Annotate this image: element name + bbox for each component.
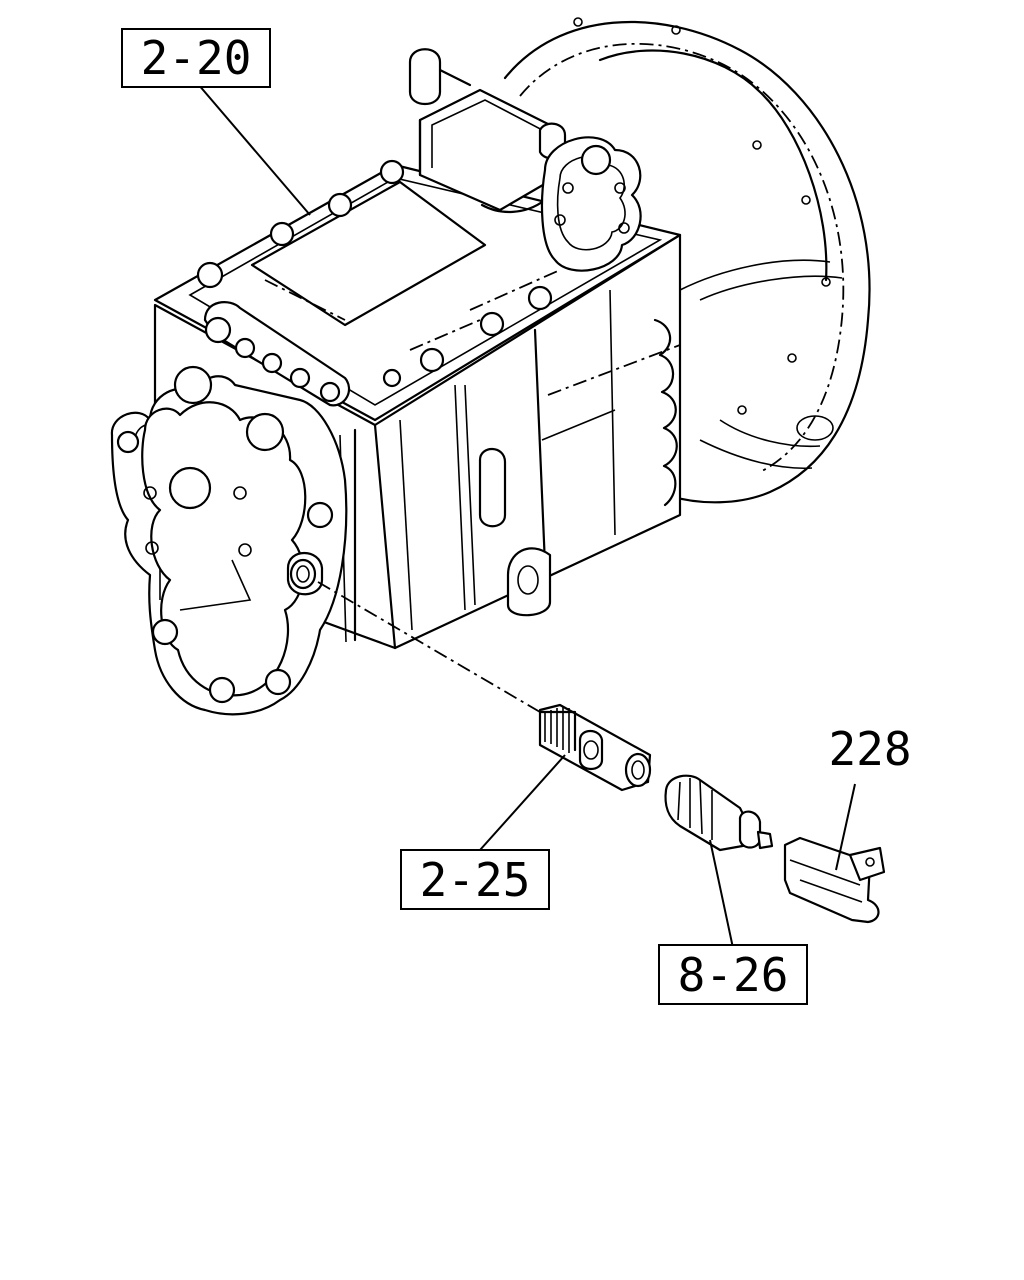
callout-label: 8-26: [678, 948, 789, 1002]
callout-label: 228: [828, 722, 911, 776]
callout-8-26: 8-26: [658, 944, 808, 1005]
speedometer-driven-gear: [538, 703, 652, 792]
callout-2-25: 2-25: [400, 849, 550, 910]
callout-2-20: 2-20: [121, 28, 271, 88]
leader-line-2-25: [479, 754, 566, 851]
rear-extension-housing: [110, 365, 348, 716]
callout-label: 2-20: [141, 31, 252, 85]
leader-line-2-20: [197, 83, 311, 216]
rear-flange: [540, 136, 642, 272]
callout-box: [658, 944, 808, 1005]
leader-lines: [197, 83, 856, 949]
leader-line-228: [835, 783, 856, 871]
clutch-housing: [503, 17, 871, 504]
speed-sensor: [664, 774, 774, 852]
callout-label: 2-25: [420, 853, 531, 907]
callout-box: [400, 849, 550, 910]
callout-228: 228: [828, 722, 911, 776]
sensor-bracket: [783, 836, 886, 924]
assembly-centerline: [317, 581, 541, 713]
callout-box: [121, 28, 271, 88]
leader-line-8-26: [709, 839, 734, 949]
